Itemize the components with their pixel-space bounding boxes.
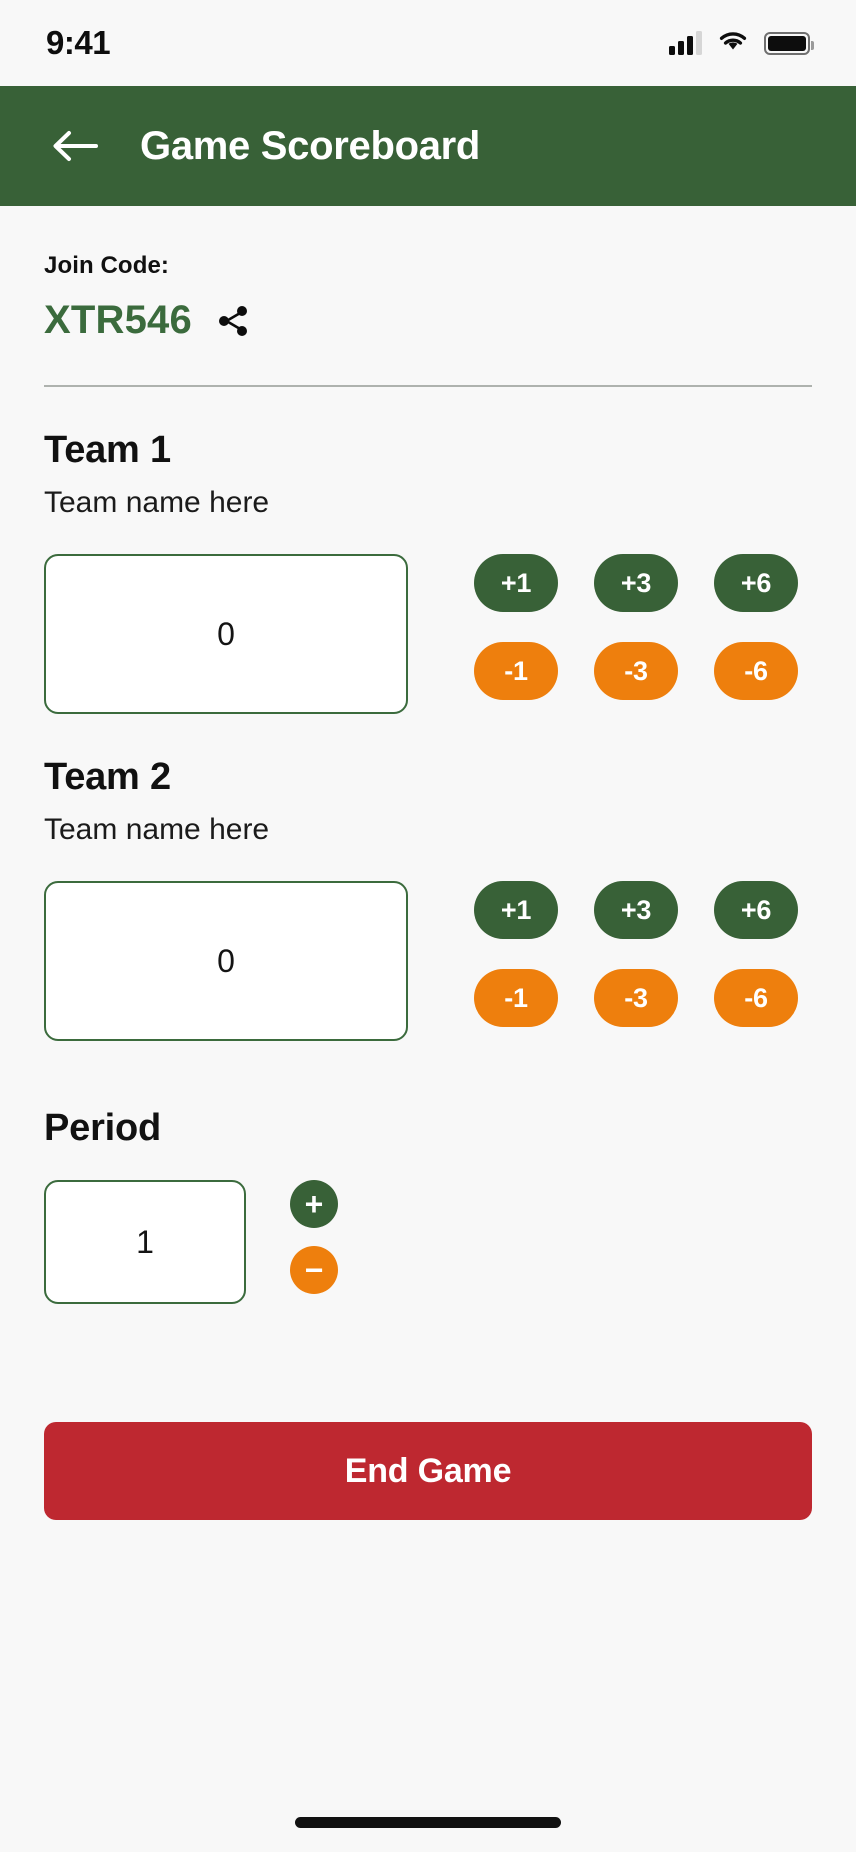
team-2-title: Team 2 [44,756,171,798]
team-1-score-input[interactable]: 0 [44,554,408,714]
battery-full-icon [764,31,814,55]
app-bar: Game Scoreboard [0,86,856,206]
status-bar: 9:41 [0,0,856,86]
team-2-add-3-button[interactable]: +3 [594,881,678,939]
team-2-row: 0 +1 +3 +6 -1 -3 -6 [44,881,812,1041]
back-arrow-icon[interactable] [52,129,98,163]
team-1-add-6-button[interactable]: +6 [714,554,798,612]
team-1-row: 0 +1 +3 +6 -1 -3 -6 [44,554,812,714]
team-2-sub-3-button[interactable]: -3 [594,969,678,1027]
team-1-title: Team 1 [44,429,171,471]
team-1-sub-3-button[interactable]: -3 [594,642,678,700]
join-code-row: XTR546 [44,298,812,343]
status-icons [669,29,814,58]
section-divider [44,385,812,387]
team-1-sub-1-button[interactable]: -1 [474,642,558,700]
team-2-sub-6-button[interactable]: -6 [714,969,798,1027]
period-steppers: + − [290,1180,338,1294]
team-1-add-1-button[interactable]: +1 [474,554,558,612]
team-2-sub-1-button[interactable]: -1 [474,969,558,1027]
period-increment-button[interactable]: + [290,1180,338,1228]
home-indicator [295,1817,561,1828]
share-icon[interactable] [216,304,250,338]
status-time: 9:41 [46,24,111,61]
join-code-label: Join Code: [44,252,169,279]
team-1-add-3-button[interactable]: +3 [594,554,678,612]
team-2-name: Team name here [44,813,270,846]
join-code-value: XTR546 [44,298,192,342]
period-decrement-button[interactable]: − [290,1246,338,1294]
period-row: 1 + − [44,1180,812,1304]
end-game-button[interactable]: End Game [44,1422,812,1520]
cellular-signal-icon [669,31,702,55]
team-1-name: Team name here [44,486,270,519]
team-1-score-buttons: +1 +3 +6 -1 -3 -6 [474,554,798,700]
team-2-score-buttons: +1 +3 +6 -1 -3 -6 [474,881,798,1027]
main-content: Join Code: XTR546 Team 1 Team name here … [0,252,856,1520]
team-2-add-1-button[interactable]: +1 [474,881,558,939]
team-2-add-6-button[interactable]: +6 [714,881,798,939]
team-2-score-input[interactable]: 0 [44,881,408,1041]
wifi-icon [717,29,749,58]
page-title: Game Scoreboard [140,123,481,168]
team-1-sub-6-button[interactable]: -6 [714,642,798,700]
period-input[interactable]: 1 [44,1180,246,1304]
period-title: Period [44,1107,162,1149]
